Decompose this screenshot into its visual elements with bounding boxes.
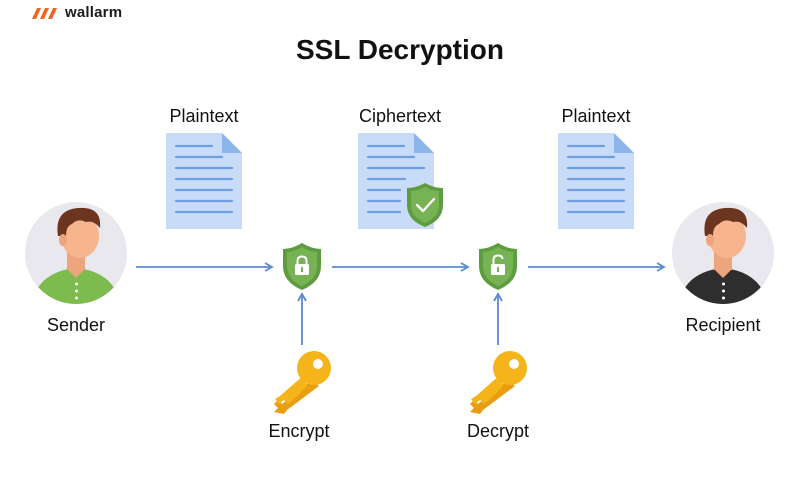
document-shield-icon [358, 133, 443, 229]
recipient-label: Recipient [685, 315, 761, 335]
document-icon [166, 133, 242, 229]
key-icon [274, 351, 331, 414]
unlocked-padlock-shield-icon [479, 243, 517, 290]
document-label-plaintext: Plaintext [169, 106, 239, 126]
encrypt-label: Encrypt [268, 421, 330, 441]
brand-name: wallarm [65, 4, 123, 21]
document-label-plaintext: Plaintext [561, 106, 631, 126]
locked-padlock-shield-icon [283, 243, 321, 290]
decrypt-label: Decrypt [466, 421, 529, 441]
wallarm-logo-icon [32, 7, 57, 19]
sender-avatar [25, 202, 127, 304]
sender-label: Sender [46, 315, 106, 335]
document-label-ciphertext: Ciphertext [358, 106, 442, 126]
document-icon [558, 133, 634, 229]
diagram-title: SSL Decryption [296, 34, 504, 65]
key-icon [470, 351, 527, 414]
brand-logo: wallarm [30, 4, 122, 21]
recipient-avatar [672, 202, 774, 304]
